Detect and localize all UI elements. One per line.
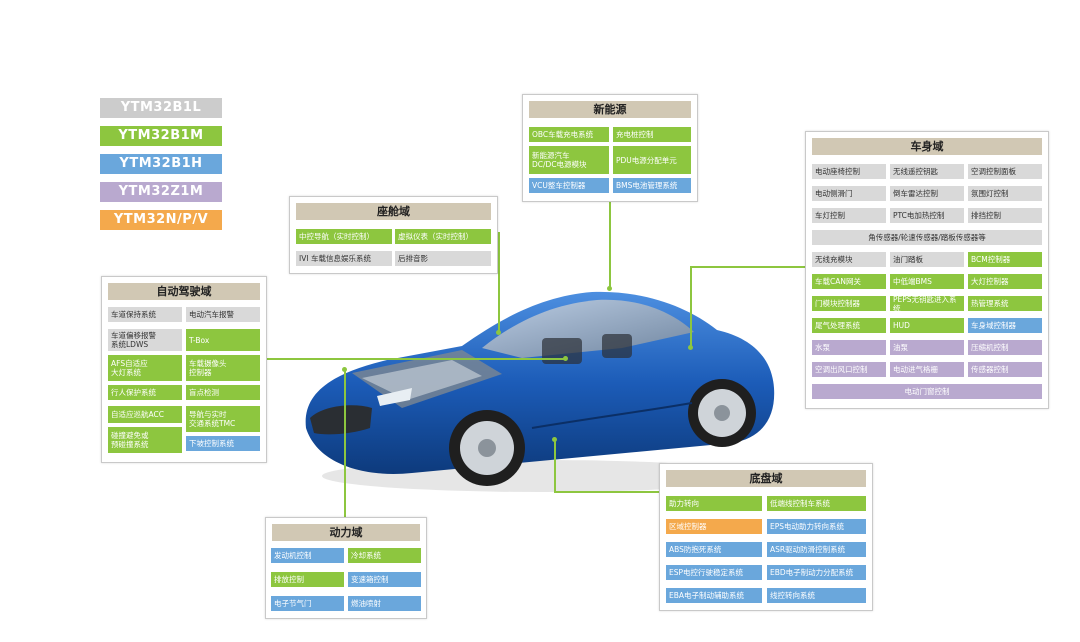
module-gear-shift: 排挡控制 [968, 208, 1042, 223]
module-tbox: T-Box [186, 329, 260, 351]
module-charging-pile: 充电桩控制 [613, 127, 691, 142]
module-virtual-cluster: 虚拟仪表（实时控制） [395, 229, 491, 244]
module-acc: 自适应巡航ACC [108, 406, 182, 423]
module-wireless-charging: 无线充模块 [812, 252, 886, 267]
power-title: 动力域 [272, 524, 420, 541]
new-energy-panel: 新能源 OBC车载充电系统 充电桩控制 新能源汽车 DC/DC电源模块 PDU电… [522, 94, 698, 202]
cockpit-panel: 座舱域 中控导航（实时控制） 虚拟仪表（实时控制） IVI 车载信息娱乐系统 后… [289, 196, 498, 274]
module-afs: AFS自适应 大灯系统 [108, 355, 182, 381]
module-exhaust-treatment: 尾气处理系统 [812, 318, 886, 333]
module-ac-vent: 空调出风口控制 [812, 362, 886, 377]
module-obc: OBC车载充电系统 [529, 127, 609, 142]
module-ptc-heater: PTC电加热控制 [890, 208, 964, 223]
module-pedestrian-protection: 行人保护系统 [108, 385, 182, 400]
module-can-gateway: 车载CAN网关 [812, 274, 886, 289]
module-body-domain-controller: 车身域控制器 [968, 318, 1042, 333]
body-title: 车身域 [812, 138, 1042, 155]
car-illustration [305, 291, 775, 492]
module-accelerator-pedal: 油门踏板 [890, 252, 964, 267]
module-hud: HUD [890, 318, 964, 333]
chassis-panel: 底盘域 助力转向 低端线控制车系统 区域控制器 EPS电动助力转向系统 ABS防… [659, 463, 873, 611]
module-parking-radar: 倒车雷达控制 [890, 186, 964, 201]
module-abs: ABS防抱死系统 [666, 542, 762, 557]
module-bcm: BCM控制器 [968, 252, 1042, 267]
module-dcdc: 新能源汽车 DC/DC电源模块 [529, 146, 609, 174]
module-tmc: 导航与实时 交通系统TMC [186, 406, 260, 432]
cockpit-title: 座舱域 [296, 203, 491, 220]
module-esp: ESP电控行驶稳定系统 [666, 565, 762, 580]
legend-item-ytm32b1h: YTM32B1H [100, 154, 222, 174]
module-steer-by-wire: 线控转向系统 [767, 588, 866, 603]
chassis-title: 底盘域 [666, 470, 866, 487]
module-ambient-light: 氛围灯控制 [968, 186, 1042, 201]
module-sliding-door: 电动侧滑门 [812, 186, 886, 201]
module-oil-pump: 油泵 [890, 340, 964, 355]
module-door-controller: 门模块控制器 [812, 296, 886, 311]
module-navigation: 中控导航（实时控制） [296, 229, 392, 244]
module-collision-avoidance: 碰撞避免或 预碰撞系统 [108, 427, 182, 453]
module-camera-controller: 车载摄像头 控制器 [186, 355, 260, 381]
module-lamp-control: 车灯控制 [812, 208, 886, 223]
legend-item-ytm32npv: YTM32N/P/V [100, 210, 222, 230]
module-rear-entertainment: 后排音影 [395, 251, 491, 266]
module-eps: EPS电动助力转向系统 [767, 519, 866, 534]
module-asr: ASR驱动防滑控制系统 [767, 542, 866, 557]
power-panel: 动力域 发动机控制 冷却系统 排放控制 变速箱控制 电子节气门 燃油喷射 [265, 517, 427, 619]
module-emission: 排放控制 [271, 572, 344, 587]
module-power-window: 电动门窗控制 [812, 384, 1042, 399]
module-ev-alarm: 电动汽车报警 [186, 307, 260, 322]
module-throttle: 电子节气门 [271, 596, 344, 611]
new-energy-title: 新能源 [529, 101, 691, 118]
module-transmission: 变速箱控制 [348, 572, 421, 587]
module-cooling: 冷却系统 [348, 548, 421, 563]
module-headlamp-controller: 大灯控制器 [968, 274, 1042, 289]
module-zone-controller: 区域控制器 [666, 519, 762, 534]
module-sensors: 角传感器/轮速传感器/踏板传感器等 [812, 230, 1042, 245]
module-power-seat: 电动座椅控制 [812, 164, 886, 179]
module-ivi: IVI 车载信息娱乐系统 [296, 251, 392, 266]
module-peps: PEPS无钥匙进入系统 [890, 296, 964, 311]
module-remote-key: 无线遥控钥匙 [890, 164, 964, 179]
module-fuel-injection: 燃油喷射 [348, 596, 421, 611]
module-hill-descent: 下坡控制系统 [186, 436, 260, 451]
module-eba: EBA电子制动辅助系统 [666, 588, 762, 603]
module-pdu: PDU电源分配单元 [613, 146, 691, 174]
module-bms: BMS电池管理系统 [613, 178, 691, 193]
module-power-steering: 助力转向 [666, 496, 762, 511]
module-blind-spot: 盲点检测 [186, 385, 260, 400]
module-vcu: VCU整车控制器 [529, 178, 609, 193]
legend-item-ytm32z1m: YTM32Z1M [100, 182, 222, 202]
module-sensor-control: 传感器控制 [968, 362, 1042, 377]
module-water-pump: 水泵 [812, 340, 886, 355]
module-ac-panel: 空调控制面板 [968, 164, 1042, 179]
module-lane-keeping: 车道保持系统 [108, 307, 182, 322]
adas-panel: 自动驾驶域 车道保持系统 电动汽车报警 车道偏移报警 系统LDWS T-Box … [101, 276, 267, 463]
module-active-grille: 电动进气格栅 [890, 362, 964, 377]
module-ldws: 车道偏移报警 系统LDWS [108, 329, 182, 351]
module-compressor: 压缩机控制 [968, 340, 1042, 355]
module-engine-control: 发动机控制 [271, 548, 344, 563]
body-panel: 车身域 电动座椅控制 无线遥控钥匙 空调控制面板 电动侧滑门 倒车雷达控制 氛围… [805, 131, 1049, 409]
module-ebd: EBD电子制动力分配系统 [767, 565, 866, 580]
legend-item-ytm32b1m: YTM32B1M [100, 126, 222, 146]
legend-item-ytm32b1l: YTM32B1L [100, 98, 222, 118]
module-thermal-management: 热管理系统 [968, 296, 1042, 311]
module-low-end-bms: 中低端BMS [890, 274, 964, 289]
adas-title: 自动驾驶域 [108, 283, 260, 300]
module-low-end-brake: 低端线控制车系统 [767, 496, 866, 511]
